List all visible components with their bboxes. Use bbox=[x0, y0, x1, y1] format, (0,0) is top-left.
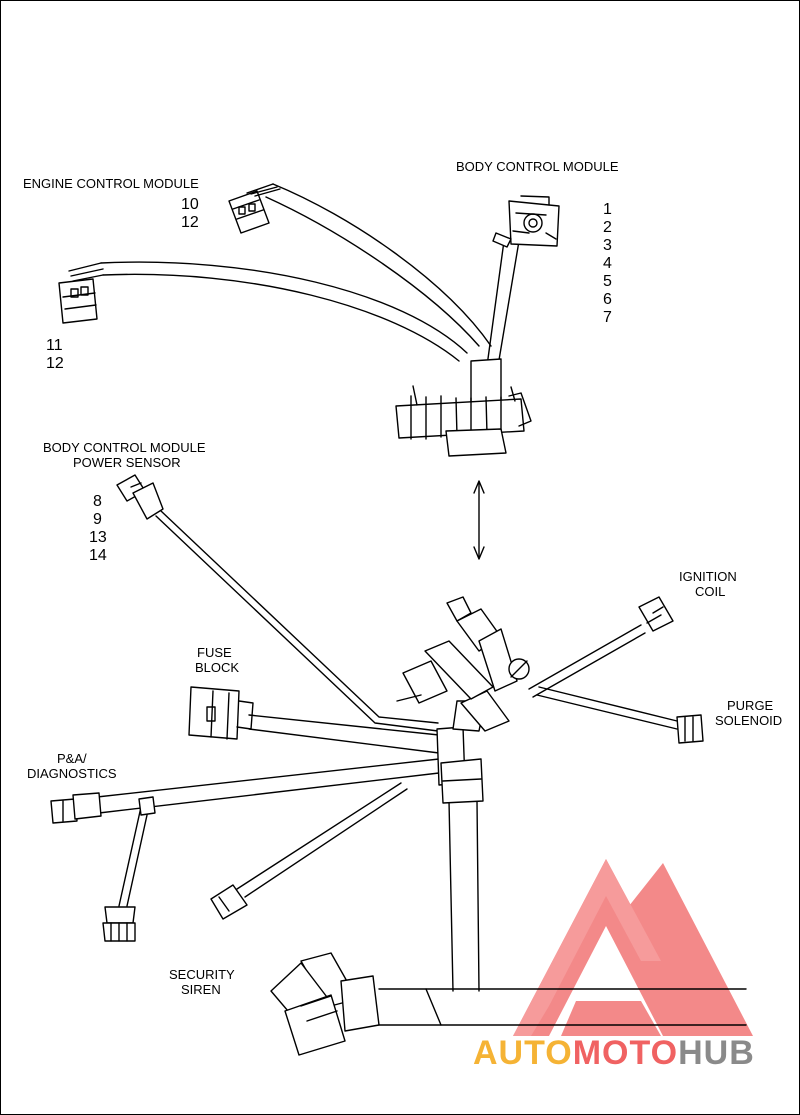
ecm-upper-cable bbox=[265, 183, 492, 347]
bcm-power-sensor-label-line1: BODY CONTROL MODULE bbox=[43, 440, 206, 455]
bcm-power-sensor-label-line2: POWER SENSOR bbox=[73, 455, 181, 470]
bcm-cable bbox=[486, 240, 520, 367]
double-arrow-icon bbox=[473, 480, 485, 560]
callout-number: 9 bbox=[93, 511, 102, 528]
ignition-coil-connector-icon bbox=[638, 596, 674, 632]
watermark-part-2: MOTO bbox=[572, 1034, 679, 1072]
purge-solenoid-connector-icon bbox=[676, 714, 704, 744]
callout-number: 5 bbox=[603, 273, 612, 290]
callout-number: 10 bbox=[181, 196, 199, 213]
purge-solenoid-label-line2: SOLENOID bbox=[715, 713, 783, 728]
diagnostics-connector-icon bbox=[50, 792, 102, 824]
ecm-lower-connector-icon bbox=[58, 262, 104, 324]
watermark-text: AUTOMOTOHUB bbox=[473, 1034, 755, 1073]
callout-number: 7 bbox=[603, 309, 612, 326]
pa-diagnostics-label-line1: P&A/ bbox=[57, 751, 87, 766]
diagnostics-wire bbox=[96, 758, 440, 814]
mid-branch-wire bbox=[236, 782, 408, 898]
upper-connector-cluster-icon bbox=[396, 596, 530, 704]
security-siren-label-line2: SIREN bbox=[181, 982, 221, 997]
callout-number: 12 bbox=[181, 214, 199, 231]
ecm-upper-connector-icon bbox=[228, 183, 281, 234]
callout-number: 3 bbox=[603, 237, 612, 254]
watermark-logo-icon bbox=[513, 859, 753, 1036]
fuse-block-label-line1: FUSE bbox=[197, 645, 232, 660]
callout-number: 13 bbox=[89, 529, 107, 546]
power-sensor-connector-icon bbox=[116, 474, 164, 520]
security-siren-harness bbox=[270, 952, 747, 1056]
ecm-lower-cable bbox=[100, 261, 468, 362]
ignition-coil-label-line2: COIL bbox=[695, 584, 726, 599]
mid-branch-connector-icon bbox=[210, 884, 248, 920]
callout-number: 14 bbox=[89, 547, 107, 564]
callout-number: 4 bbox=[603, 255, 612, 272]
ignition-coil-wire bbox=[528, 624, 646, 698]
callout-number: 8 bbox=[93, 493, 102, 510]
diagnostics-branch-wire bbox=[118, 796, 156, 907]
fuse-block-wire bbox=[248, 714, 440, 754]
callout-number: 11 bbox=[46, 337, 63, 354]
fuse-block-label-line2: BLOCK bbox=[195, 660, 240, 675]
fuse-block-connector-icon bbox=[188, 686, 254, 740]
callout-number: 1 bbox=[603, 201, 612, 218]
purge-solenoid-label-line1: PURGE bbox=[727, 698, 774, 713]
engine-control-module-label: ENGINE CONTROL MODULE bbox=[23, 176, 199, 191]
callout-number: 6 bbox=[603, 291, 612, 308]
callout-number: 2 bbox=[603, 219, 612, 236]
upper-junction-block-icon bbox=[395, 358, 532, 457]
watermark-part-3: HUB bbox=[678, 1034, 755, 1072]
pa-diagnostics-label-line2: DIAGNOSTICS bbox=[27, 766, 117, 781]
diagnostics-branch-connector-icon bbox=[102, 906, 136, 942]
purge-solenoid-wire bbox=[536, 686, 678, 730]
ignition-coil-label-line1: IGNITION bbox=[679, 569, 737, 584]
bcm-connector-icon bbox=[492, 195, 560, 248]
security-siren-label-line1: SECURITY bbox=[169, 967, 235, 982]
watermark-part-1: AUTO bbox=[473, 1034, 573, 1072]
callout-number: 12 bbox=[46, 355, 64, 372]
power-sensor-wire bbox=[155, 510, 439, 732]
body-control-module-label: BODY CONTROL MODULE bbox=[456, 159, 619, 174]
